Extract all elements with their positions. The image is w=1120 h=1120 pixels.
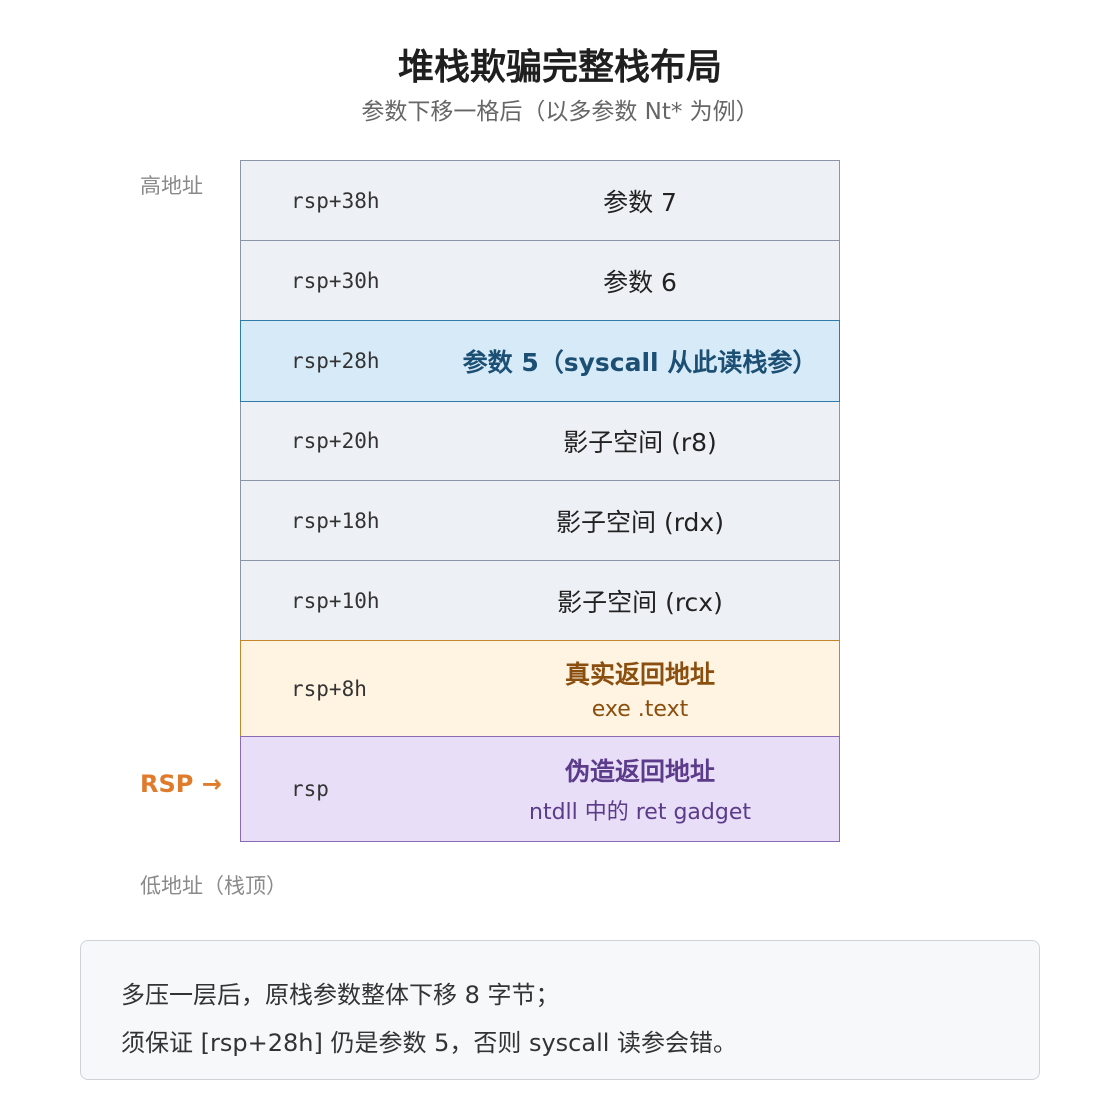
slot-sublabel: ntdll 中的 ret gadget <box>529 799 751 825</box>
stack-layout: rsp+38h 参数 7 rsp+30h 参数 6 rsp+28h 参数 5（s… <box>240 160 840 842</box>
slot-offset: rsp+28h <box>291 348 380 373</box>
slot-label: 参数 6 <box>603 267 677 297</box>
slot-label: 真实返回地址 <box>564 660 715 690</box>
slot-offset: rsp+20h <box>291 428 380 453</box>
slot-content: 参数 5（syscall 从此读栈参） <box>441 321 839 401</box>
note-line-1: 多压一层后，原栈参数整体下移 8 字节； <box>121 981 560 1009</box>
slot-label: 参数 7 <box>603 187 677 217</box>
slot-content: 伪造返回地址 ntdll 中的 ret gadget <box>441 737 839 841</box>
slot-label: 参数 5（syscall 从此读栈参） <box>462 347 818 377</box>
slot-label: 影子空间 (rcx) <box>557 587 723 617</box>
stack-slot-shadow-rcx: rsp+10h 影子空间 (rcx) <box>240 560 840 642</box>
slot-content: 影子空间 (rdx) <box>441 481 839 561</box>
high-address-label: 高地址 <box>140 174 203 198</box>
note-box: 多压一层后，原栈参数整体下移 8 字节； 须保证 [rsp+28h] 仍是参数 … <box>80 940 1040 1080</box>
slot-content: 影子空间 (rcx) <box>441 561 839 641</box>
slot-offset: rsp+8h <box>291 676 367 701</box>
slot-label: 影子空间 (rdx) <box>556 507 724 537</box>
note-line-2: 须保证 [rsp+28h] 仍是参数 5，否则 syscall 读参会错。 <box>121 1029 738 1057</box>
slot-offset: rsp+38h <box>291 188 380 213</box>
slot-offset: rsp+30h <box>291 268 380 293</box>
stack-slot-real-return: rsp+8h 真实返回地址 exe .text <box>240 640 840 738</box>
stack-slot-shadow-r8: rsp+20h 影子空间 (r8) <box>240 400 840 482</box>
stack-slot-arg6: rsp+30h 参数 6 <box>240 240 840 322</box>
diagram-title: 堆栈欺骗完整栈布局 <box>397 47 722 88</box>
slot-sublabel: exe .text <box>591 697 689 723</box>
stack-slot-fake-return: rsp 伪造返回地址 ntdll 中的 ret gadget <box>240 736 840 842</box>
slot-offset: rsp+18h <box>291 508 380 533</box>
slot-offset: rsp+10h <box>291 588 380 613</box>
slot-content: 参数 7 <box>441 161 839 241</box>
stack-slot-shadow-rdx: rsp+18h 影子空间 (rdx) <box>240 480 840 562</box>
slot-label: 影子空间 (r8) <box>563 427 717 457</box>
slot-offset: rsp <box>291 776 329 801</box>
diagram-subtitle: 参数下移一格后（以多参数 Nt* 为例） <box>361 99 759 125</box>
rsp-pointer-label: RSP → <box>140 770 222 798</box>
slot-content: 参数 6 <box>441 241 839 321</box>
slot-content: 真实返回地址 exe .text <box>441 641 839 737</box>
low-address-label: 低地址（栈顶） <box>140 874 287 898</box>
slot-label: 伪造返回地址 <box>564 756 715 786</box>
slot-content: 影子空间 (r8) <box>441 401 839 481</box>
stack-slot-arg5: rsp+28h 参数 5（syscall 从此读栈参） <box>240 320 840 402</box>
stack-slot-arg7: rsp+38h 参数 7 <box>240 160 840 242</box>
